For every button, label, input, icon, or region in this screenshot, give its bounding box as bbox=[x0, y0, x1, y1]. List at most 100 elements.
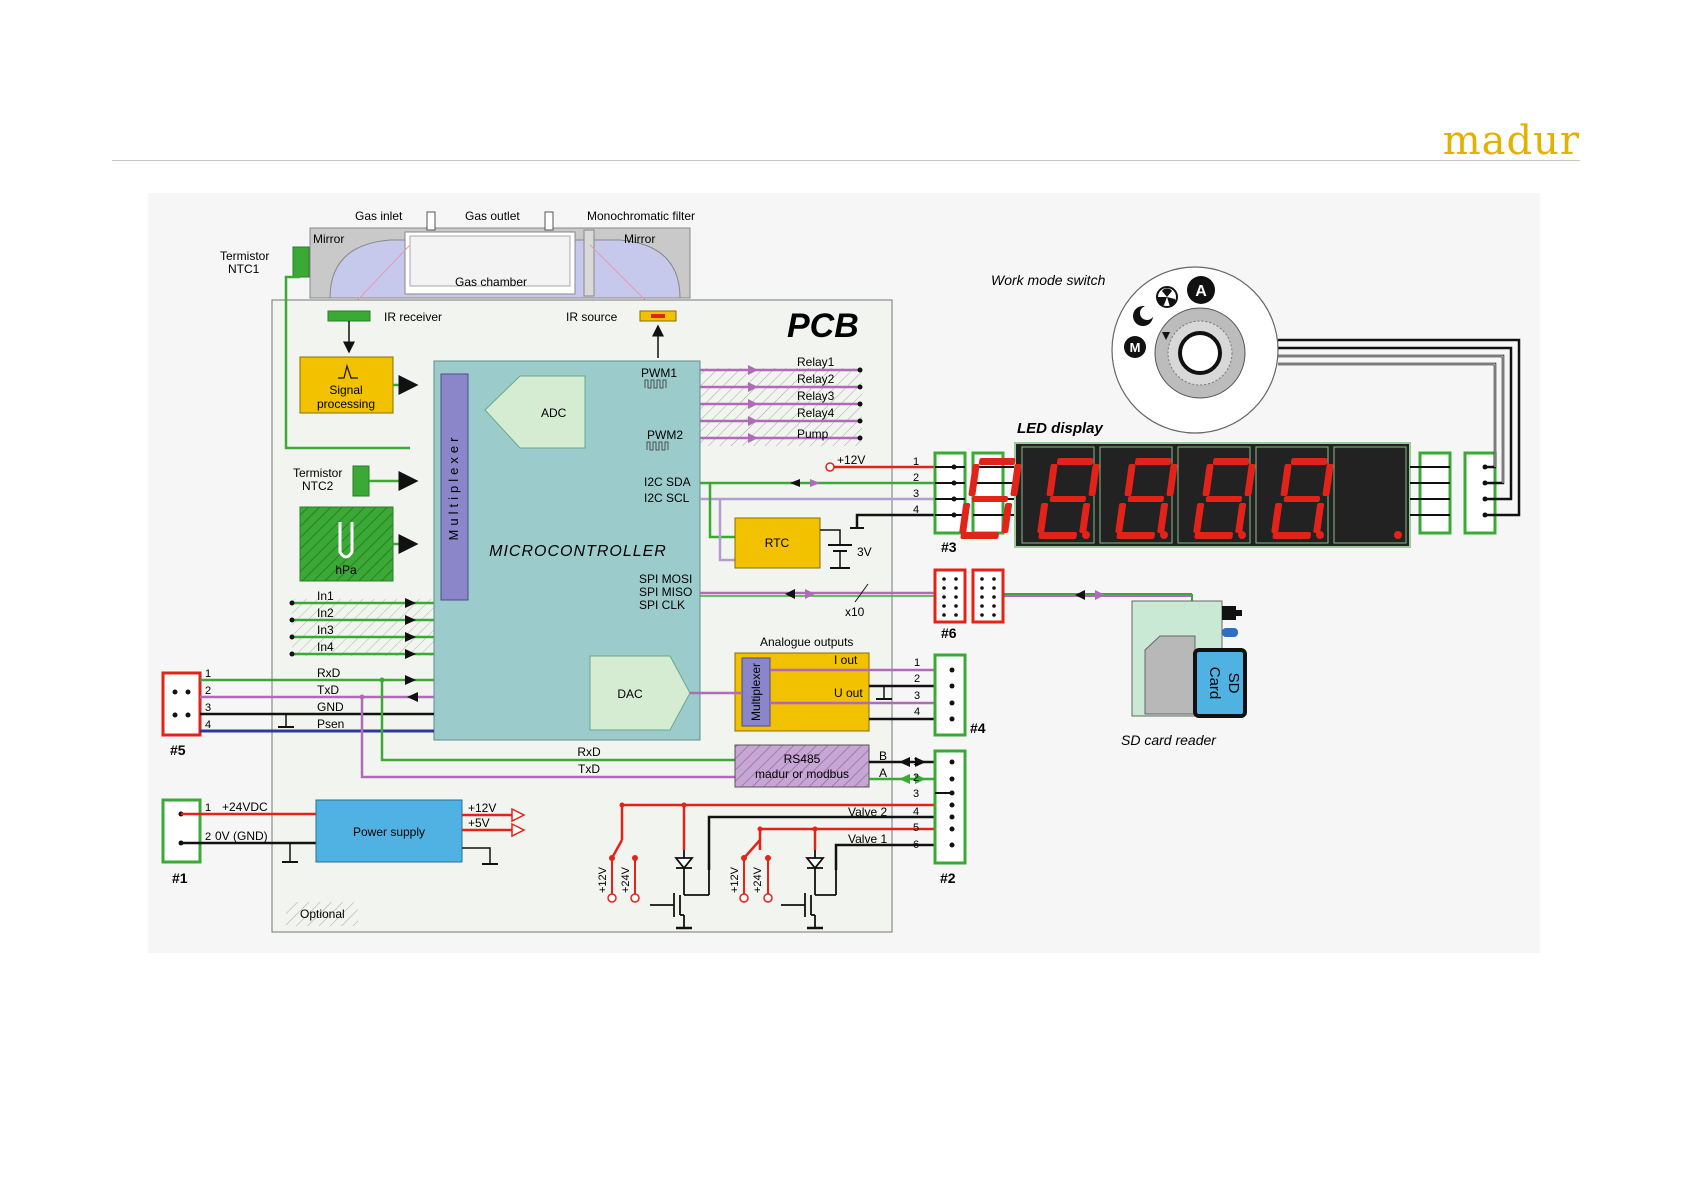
manual-mode-icon bbox=[1124, 336, 1146, 358]
madur-logo: madur bbox=[1442, 118, 1580, 164]
rs485-b-label: B bbox=[879, 749, 887, 763]
valve2-label: Valve 2 bbox=[848, 805, 887, 819]
pin-label: 2 bbox=[205, 685, 211, 697]
multiplexer-label: Multiplexer bbox=[446, 434, 461, 541]
mirror-left-label: Mirror bbox=[313, 232, 344, 246]
relay2-label: Relay2 bbox=[797, 372, 835, 386]
i2c-scl-label: I2C SCL bbox=[644, 491, 690, 505]
led-segment bbox=[1202, 464, 1214, 496]
led-segment bbox=[1322, 464, 1334, 496]
pin-label: 2 bbox=[914, 673, 920, 685]
led-segment bbox=[1235, 503, 1247, 533]
pin-label: 1 bbox=[205, 802, 211, 814]
led-segment bbox=[968, 464, 980, 496]
valve1-driver bbox=[781, 850, 837, 930]
microcontroller-label: MICROCONTROLLER bbox=[489, 543, 667, 560]
pwm2-wave-icon bbox=[646, 441, 669, 451]
led-segment bbox=[1046, 464, 1058, 496]
pressure-sensor bbox=[299, 506, 394, 582]
led-segment bbox=[1271, 503, 1283, 533]
valve1-24v-label: +24V bbox=[752, 866, 764, 893]
led-segment bbox=[1088, 464, 1100, 496]
connector-3-label: #3 bbox=[941, 539, 957, 555]
led-segment bbox=[1313, 503, 1325, 533]
termistor-ntc2 bbox=[352, 465, 370, 497]
termistor1-label: Termistor bbox=[220, 249, 269, 263]
pin-label: 3 bbox=[914, 690, 920, 702]
hpa-label: hPa bbox=[335, 563, 357, 577]
termistor2-label: Termistor bbox=[293, 466, 342, 480]
led-segment bbox=[1056, 458, 1094, 465]
gnd-label: GND bbox=[317, 700, 344, 714]
led-segment bbox=[1127, 496, 1165, 502]
termistor-ntc1 bbox=[292, 246, 310, 278]
pin-label: 1 bbox=[913, 756, 919, 768]
auto-mode-icon bbox=[1187, 276, 1215, 304]
relay1-label: Relay1 bbox=[797, 355, 835, 369]
u-tube-icon bbox=[338, 522, 354, 559]
pwm2-label: PWM2 bbox=[647, 428, 683, 442]
led-segment bbox=[1157, 503, 1169, 533]
led-segment bbox=[978, 458, 1016, 465]
header-divider bbox=[112, 160, 1580, 161]
connector-1-label: #1 bbox=[172, 870, 188, 886]
connector-4-label: #4 bbox=[970, 720, 986, 736]
switch-knob[interactable] bbox=[1178, 331, 1222, 375]
optional-legend-swatch bbox=[286, 902, 358, 926]
sd-card bbox=[1193, 648, 1247, 718]
led-segment bbox=[1212, 458, 1250, 465]
connector-2[interactable] bbox=[933, 749, 967, 865]
pin-label: 1 bbox=[914, 657, 920, 669]
in4-label: In4 bbox=[317, 640, 334, 654]
led-decimal-point bbox=[1394, 531, 1402, 539]
pin-label: 6 bbox=[913, 839, 919, 851]
dac-label: DAC bbox=[617, 687, 643, 701]
adc-label: ADC bbox=[541, 406, 567, 420]
valve1-12v-label: +12V bbox=[729, 866, 741, 893]
valve2-driver bbox=[650, 850, 710, 930]
led-segment bbox=[1290, 458, 1328, 465]
led-display-label: LED display bbox=[1017, 420, 1104, 437]
out-5v-label: +5V bbox=[468, 816, 490, 830]
auto-mode-letter: A bbox=[1195, 283, 1207, 300]
pin-label: 2 bbox=[913, 772, 919, 784]
u-out-label: U out bbox=[834, 686, 863, 700]
waveform-icon bbox=[338, 363, 358, 379]
connector-4[interactable] bbox=[933, 653, 967, 737]
pin-label: 2 bbox=[913, 472, 919, 484]
rtc-block bbox=[734, 517, 821, 569]
pin-label: 4 bbox=[914, 706, 920, 718]
valve2-24v-label: +24V bbox=[620, 866, 632, 893]
led-segment bbox=[971, 496, 1009, 502]
led-segment bbox=[1037, 503, 1049, 533]
relay-outputs-optional bbox=[700, 368, 862, 446]
rs485-label: RS485 bbox=[784, 752, 821, 766]
adc-block bbox=[484, 375, 586, 449]
mono-filter-label: Monochromatic filter bbox=[587, 209, 695, 223]
x10-label: x10 bbox=[845, 605, 865, 619]
pin-label: 3 bbox=[913, 788, 919, 800]
connector-6[interactable] bbox=[933, 568, 1005, 624]
led-segment bbox=[1124, 464, 1136, 496]
led-segment bbox=[1166, 464, 1178, 496]
pin-label: 4 bbox=[913, 504, 919, 516]
led-segment bbox=[1194, 532, 1233, 539]
digital-inputs-optional bbox=[292, 599, 434, 656]
multiplexer-block bbox=[440, 373, 469, 601]
ir-receiver bbox=[327, 310, 371, 322]
gas-chamber-assembly: Gas inlet Gas outlet Monochromatic filte… bbox=[309, 209, 695, 311]
led-segment bbox=[1079, 503, 1091, 533]
ntc1-label: NTC1 bbox=[228, 262, 260, 276]
pwm1-label: PWM1 bbox=[641, 366, 677, 380]
card-label: Card bbox=[1206, 667, 1223, 700]
connector-5[interactable] bbox=[161, 671, 202, 737]
connector-1[interactable] bbox=[161, 798, 202, 864]
rs485-block bbox=[734, 744, 870, 788]
pin-label: 4 bbox=[205, 719, 211, 731]
rs485-rxd-label: RxD bbox=[577, 745, 601, 759]
power-supply-label: Power supply bbox=[353, 825, 425, 839]
psen-label: Psen bbox=[317, 717, 344, 731]
rs485-protocol-label: madur or modbus bbox=[755, 767, 849, 781]
display-right-connector[interactable] bbox=[1410, 451, 1497, 535]
